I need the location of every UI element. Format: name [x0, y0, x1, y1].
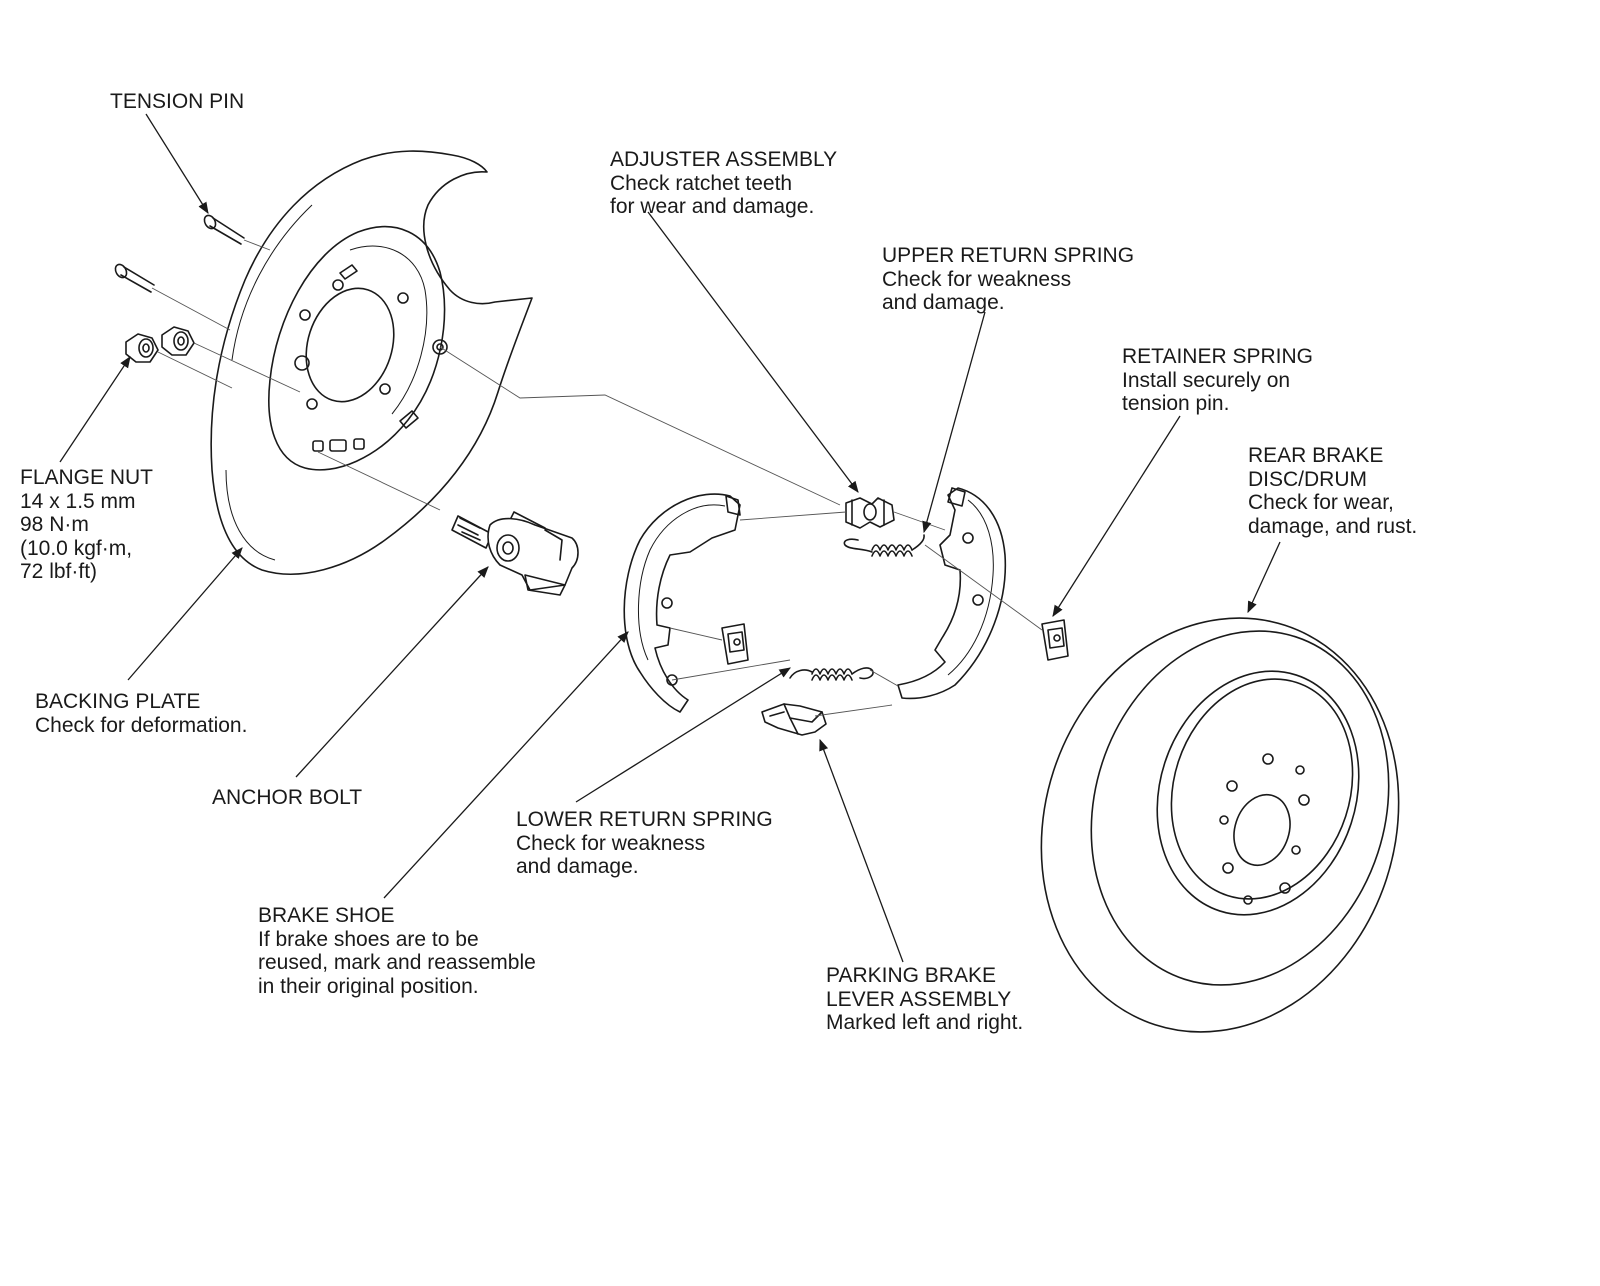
label-upper-return-spring: UPPER RETURN SPRING Check for weakness a…: [882, 244, 1134, 315]
rear-brake-disc-drum: [1040, 617, 1400, 1033]
label-retainer-spring-title: RETAINER SPRING: [1122, 345, 1313, 368]
label-anchor-bolt: ANCHOR BOLT: [212, 786, 362, 810]
label-backing-plate-title: BACKING PLATE: [35, 690, 201, 713]
label-upper-return-spring-title: UPPER RETURN SPRING: [882, 244, 1135, 267]
label-retainer-spring-line-2: Install securely on: [1122, 368, 1291, 392]
label-flange-nut-torque-kgf: (10.0 kgf·m,: [20, 536, 133, 560]
label-backing-plate-line-2: Check for deformation.: [35, 713, 248, 737]
label-rear-brake-disc-drum: REAR BRAKE DISC/DRUM Check for wear, dam…: [1248, 444, 1417, 538]
label-brake-shoe-line-3: reused, mark and reassemble: [258, 951, 536, 974]
label-flange-nut-torque-nm: 98 N·m: [20, 513, 89, 536]
tension-pin-upper: [203, 214, 245, 245]
retainer-spring-left: [721, 623, 749, 665]
label-upper-return-spring-line-3: and damage.: [882, 291, 1005, 314]
label-parking-brake-title-1: PARKING BRAKE: [826, 964, 996, 987]
label-rear-brake-line-3: Check for wear,: [1248, 491, 1394, 514]
tension-pin-lower: [114, 263, 155, 293]
label-rear-brake-title-2: DISC/DRUM: [1248, 467, 1367, 491]
label-adjuster-assembly: ADJUSTER ASSEMBLY Check ratchet teeth fo…: [610, 148, 837, 219]
label-brake-shoe-title: BRAKE SHOE: [258, 904, 395, 927]
label-adjuster-assembly-title: ADJUSTER ASSEMBLY: [610, 148, 838, 171]
label-rear-brake-title-1: REAR BRAKE: [1248, 444, 1384, 467]
label-parking-brake-lever: PARKING BRAKE LEVER ASSEMBLY Marked left…: [826, 964, 1023, 1035]
label-tension-pin: TENSION PIN: [110, 90, 244, 114]
label-parking-brake-title-2: LEVER ASSEMBLY: [826, 987, 1012, 1011]
label-rear-brake-line-4: damage, and rust.: [1248, 514, 1418, 538]
assembly-guide-lines: [151, 239, 1043, 717]
label-anchor-bolt-title: ANCHOR BOLT: [212, 786, 363, 809]
label-tension-pin-line-1: TENSION PIN: [110, 90, 245, 113]
flange-nut-1: [125, 333, 159, 363]
label-adjuster-assembly-line-3: for wear and damage.: [610, 195, 815, 218]
lower-return-spring: [789, 667, 874, 681]
brake-shoe-left: [623, 493, 741, 713]
parking-brake-lever: [761, 703, 827, 736]
label-flange-nut-size: 14 x 1.5 mm: [20, 489, 136, 513]
backing-plate: [210, 150, 533, 575]
label-upper-return-spring-line-2: Check for weakness: [882, 267, 1072, 291]
label-backing-plate: BACKING PLATE Check for deformation.: [35, 690, 247, 737]
flange-nut-2: [161, 326, 195, 356]
retainer-spring-right: [1041, 619, 1069, 661]
label-lower-return-spring: LOWER RETURN SPRING Check for weakness a…: [516, 808, 773, 879]
anchor-bolt: [451, 511, 579, 596]
label-parking-brake-line-3: Marked left and right.: [826, 1011, 1024, 1034]
label-brake-shoe: BRAKE SHOE If brake shoes are to be reus…: [258, 904, 536, 998]
label-brake-shoe-line-4: in their original position.: [258, 974, 479, 998]
brake-shoe-right: [897, 487, 1007, 700]
label-lower-return-spring-title: LOWER RETURN SPRING: [516, 808, 773, 831]
adjuster-assembly: [845, 497, 895, 529]
label-lower-return-spring-line-3: and damage.: [516, 855, 639, 878]
label-brake-shoe-line-2: If brake shoes are to be: [258, 927, 479, 951]
label-adjuster-assembly-line-2: Check ratchet teeth: [610, 171, 793, 195]
label-lower-return-spring-line-2: Check for weakness: [516, 831, 706, 855]
upper-return-spring: [843, 534, 925, 557]
label-retainer-spring: RETAINER SPRING Install securely on tens…: [1122, 345, 1313, 416]
label-flange-nut-title: FLANGE NUT: [20, 466, 154, 489]
label-retainer-spring-line-3: tension pin.: [1122, 392, 1230, 415]
leader-lines: [59, 113, 1281, 963]
label-flange-nut-torque-lbf: 72 lbf·ft): [20, 560, 98, 583]
label-flange-nut: FLANGE NUT 14 x 1.5 mm 98 N·m (10.0 kgf·…: [20, 466, 153, 584]
